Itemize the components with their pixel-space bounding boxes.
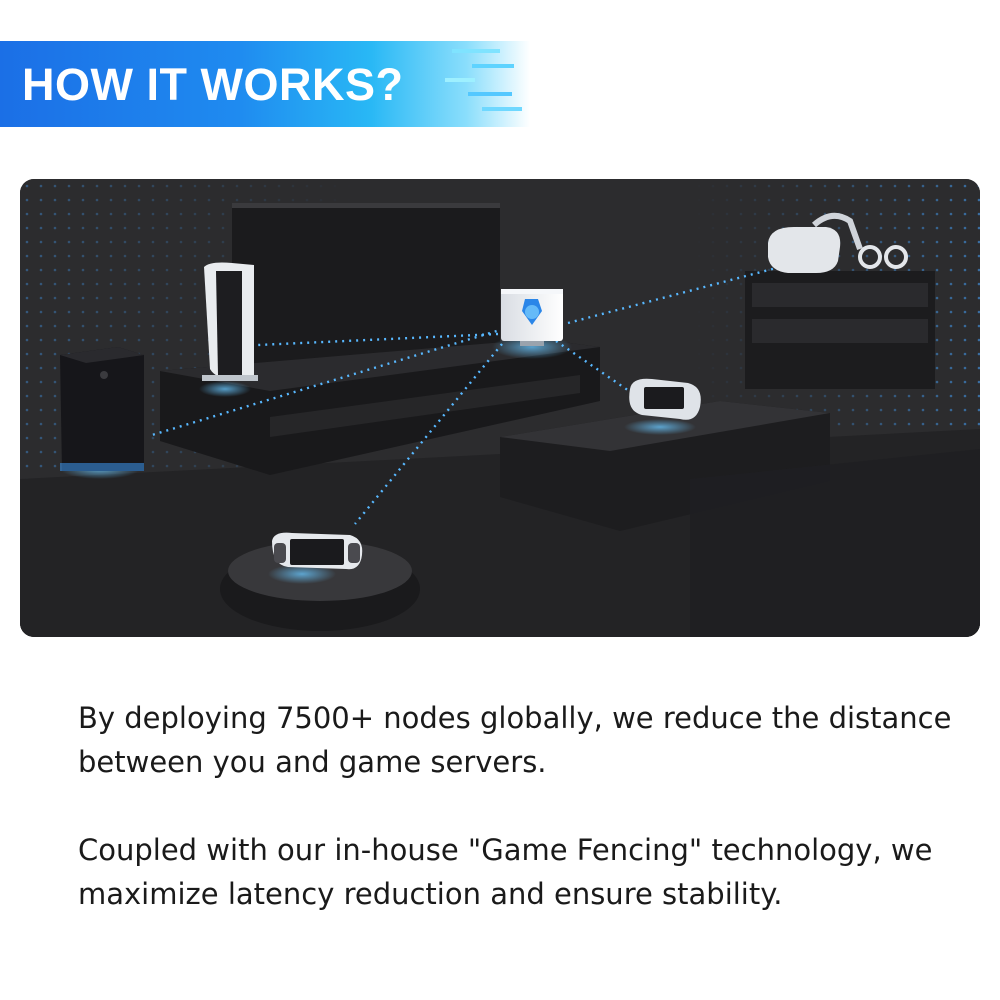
description-paragraph-1: By deploying 7500+ nodes globally, we re…	[78, 701, 952, 779]
game-console-box	[60, 347, 144, 471]
game-console-tower	[202, 262, 258, 381]
handheld-console-table	[629, 378, 701, 420]
description-paragraph-2: Coupled with our in-house "Game Fencing"…	[78, 833, 933, 911]
title-banner: HOW IT WORKS?	[0, 41, 530, 127]
speed-lines-icon	[445, 49, 522, 111]
network-scene-illustration	[20, 179, 980, 637]
vr-headset	[768, 212, 908, 273]
handheld-console-pouf	[272, 532, 363, 570]
description-text: By deploying 7500+ nodes globally, we re…	[78, 696, 958, 916]
page-title: HOW IT WORKS?	[22, 59, 404, 110]
router-device	[501, 289, 563, 346]
